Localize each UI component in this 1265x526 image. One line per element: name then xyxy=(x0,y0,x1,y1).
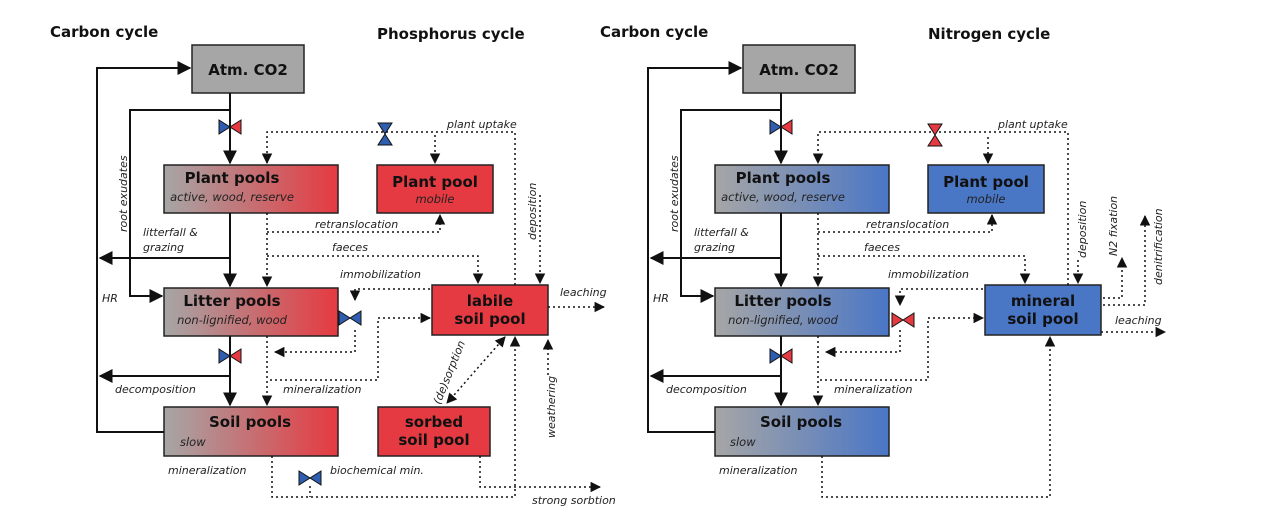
right-denitrification-label: denitrification xyxy=(1152,208,1165,285)
left-plant-pools-label: Plant pools xyxy=(185,169,280,187)
right-valve-uptake-icon xyxy=(927,123,943,147)
right-plant-pools-label: Plant pools xyxy=(736,169,831,187)
right-mineralization-low-label: mineralization xyxy=(719,464,798,477)
right-mineral-label-2: soil pool xyxy=(1007,310,1078,328)
left-litter-pools-box: Litter pools non-lignified, wood xyxy=(163,287,339,337)
left-plant-pools-sub: active, wood, reserve xyxy=(170,190,294,204)
right-atm-co2-label: Atm. CO2 xyxy=(759,61,839,79)
right-deposition-label: deposition xyxy=(1076,201,1089,258)
right-nitrogen-cycle-title: Nitrogen cycle xyxy=(928,25,1050,43)
left-biochemical-label: biochemical min. xyxy=(330,464,424,477)
left-soil-pools-label: Soil pools xyxy=(209,413,291,431)
right-root-exudates-label: root exudates xyxy=(668,155,681,232)
left-labile-label-2: soil pool xyxy=(454,310,525,328)
right-carbon-cycle-title: Carbon cycle xyxy=(600,23,708,41)
left-decomposition-label: decomposition xyxy=(115,383,196,396)
left-leaching-label: leaching xyxy=(560,286,607,299)
right-valve-immobilization-icon xyxy=(891,312,915,328)
left-mineralization-low-label: mineralization xyxy=(168,464,247,477)
left-valve-biochemical-icon xyxy=(298,470,322,486)
left-sorbed-label-1: sorbed xyxy=(405,413,463,431)
left-weathering-label: weathering xyxy=(545,376,558,438)
right-hr-label: HR xyxy=(653,292,669,305)
right-atm-co2-box: Atm. CO2 xyxy=(742,44,856,94)
left-labile-soil-pool-box: labile soil pool xyxy=(431,284,549,336)
right-plant-pools-box: Plant pools active, wood, reserve xyxy=(714,164,890,214)
left-nutrient-arrows xyxy=(261,131,606,498)
left-deposition-label: deposition xyxy=(526,183,539,240)
left-mineralization-mid-label: mineralization xyxy=(283,383,362,396)
right-valve-co2-icon xyxy=(769,119,793,135)
left-carbon-arrows xyxy=(96,61,237,433)
left-hr-label: HR xyxy=(102,292,118,305)
left-litter-pools-label: Litter pools xyxy=(183,292,280,310)
left-phosphorus-cycle-title: Phosphorus cycle xyxy=(377,25,525,43)
left-litterfall-label-2: grazing xyxy=(143,241,184,254)
left-retranslocation-label: retranslocation xyxy=(315,218,398,231)
right-litterfall-label-1: litterfall & xyxy=(694,226,749,239)
right-carbon-arrows xyxy=(647,61,788,433)
right-plant-pool-sub: mobile xyxy=(966,192,1005,206)
left-valve-decomposition-icon xyxy=(218,348,242,364)
right-mineral-soil-pool-box: mineral soil pool xyxy=(984,284,1102,336)
left-litterfall-label-1: litterfall & xyxy=(143,226,198,239)
right-mineral-label-1: mineral xyxy=(1011,292,1075,310)
right-litter-pools-label: Litter pools xyxy=(734,292,831,310)
left-valve-immobilization-icon xyxy=(338,310,362,326)
right-n2-fixation-label: N2 fixation xyxy=(1107,196,1120,256)
left-atm-co2-box: Atm. CO2 xyxy=(191,44,305,94)
left-litter-pools-sub: non-lignified, wood xyxy=(177,313,288,327)
right-nutrient-arrows xyxy=(812,131,1167,498)
left-sorbed-soil-pool-box: sorbed soil pool xyxy=(377,406,491,457)
right-plant-uptake-label: plant uptake xyxy=(997,118,1068,131)
left-root-exudates-label: root exudates xyxy=(117,155,130,232)
left-plant-pools-box: Plant pools active, wood, reserve xyxy=(163,164,339,214)
left-immobilization-label: immobilization xyxy=(340,268,421,281)
left-plant-pool-sub: mobile xyxy=(415,192,454,206)
phosphorus-panel: Carbon cycle Phosphorus cycle Atm. CO2 P… xyxy=(50,23,616,507)
right-faeces-label: faeces xyxy=(864,241,900,254)
left-sorbed-label-2: soil pool xyxy=(398,431,469,449)
left-atm-co2-label: Atm. CO2 xyxy=(208,61,288,79)
left-faeces-label: faeces xyxy=(332,241,368,254)
right-plant-pools-sub: active, wood, reserve xyxy=(721,190,845,204)
right-decomposition-label: decomposition xyxy=(666,383,747,396)
right-retranslocation-label: retranslocation xyxy=(866,218,949,231)
left-labile-label-1: labile xyxy=(467,292,513,310)
left-plant-uptake-label: plant uptake xyxy=(446,118,517,131)
right-litter-pools-box: Litter pools non-lignified, wood xyxy=(714,287,890,337)
left-soil-pools-sub: slow xyxy=(180,435,206,449)
right-leaching-label: leaching xyxy=(1115,314,1162,327)
left-plant-pool-mobile-box: Plant pool mobile xyxy=(376,164,494,214)
right-mineralization-mid-label: mineralization xyxy=(834,383,913,396)
right-soil-pools-sub: slow xyxy=(730,435,756,449)
left-soil-pools-box: Soil pools slow xyxy=(163,406,339,457)
right-litterfall-label-2: grazing xyxy=(694,241,735,254)
left-strong-sorption-label: strong sorbtion xyxy=(532,494,616,507)
right-plant-pool-label: Plant pool xyxy=(943,173,1029,191)
right-litter-pools-sub: non-lignified, wood xyxy=(728,313,839,327)
left-plant-pool-label: Plant pool xyxy=(392,173,478,191)
left-carbon-cycle-title: Carbon cycle xyxy=(50,23,158,41)
right-soil-pools-label: Soil pools xyxy=(760,413,842,431)
right-immobilization-label: immobilization xyxy=(888,268,969,281)
right-soil-pools-box: Soil pools slow xyxy=(714,406,890,457)
nitrogen-panel: Carbon cycle Nitrogen cycle Atm. CO2 Pla… xyxy=(600,23,1167,498)
left-valve-co2-icon xyxy=(218,119,242,135)
right-plant-pool-mobile-box: Plant pool mobile xyxy=(927,164,1045,214)
left-desorption-label: (de)sorption xyxy=(431,339,468,406)
left-valve-uptake-icon xyxy=(377,122,393,146)
right-valve-decomposition-icon xyxy=(769,348,793,364)
